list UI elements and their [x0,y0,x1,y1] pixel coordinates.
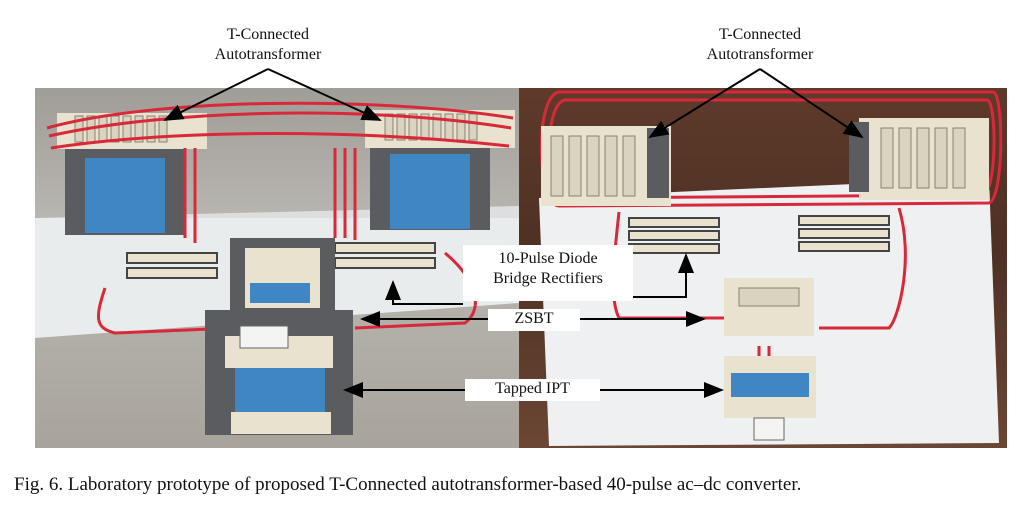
right-zsbt [724,278,814,336]
label-line: 10-Pulse Diode [498,250,598,267]
label-line: T-Connected [718,26,802,43]
left-autotransformer-label: T-Connected Autotransformer [193,25,343,65]
rectifiers-label: 10-Pulse Diode Bridge Rectifiers [463,245,633,301]
label-line: Autotransformer [706,46,814,63]
right-autotransformer-2 [849,118,989,200]
left-autotransformer-2 [365,110,515,230]
label-line: T-Connected [226,26,310,43]
left-diode-rectifiers [126,242,436,279]
figure-caption: Fig. 6. Laboratory prototype of proposed… [14,474,802,495]
tapped-ipt-label: Tapped IPT [465,379,600,401]
left-zsbt [230,238,335,318]
right-prototype-drawing [539,90,1003,446]
label-line: Bridge Rectifiers [493,270,603,287]
left-tapped-ipt [205,310,353,435]
label-line: Autotransformer [214,46,322,63]
right-autotransformer-1 [541,126,671,206]
right-tapped-ipt [724,356,816,441]
right-autotransformer-label: T-Connected Autotransformer [685,25,835,65]
zsbt-label: ZSBT [488,309,580,331]
